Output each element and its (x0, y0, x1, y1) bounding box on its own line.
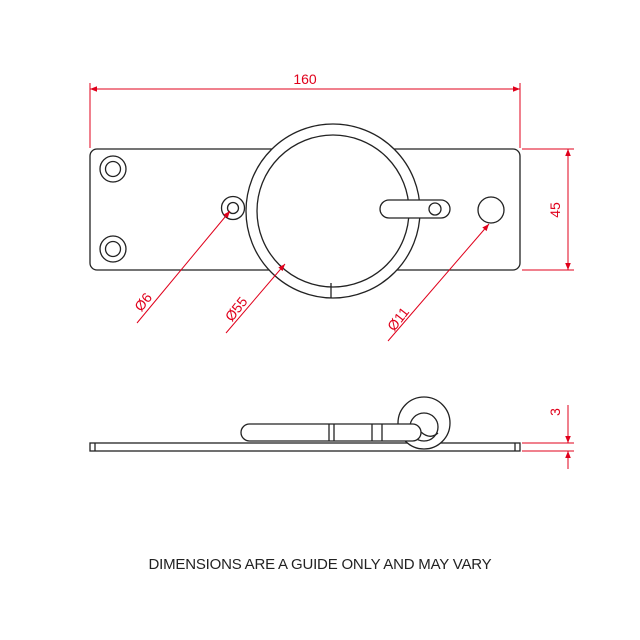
leader-small-hole (136, 210, 231, 324)
dim-3-label: 3 (547, 408, 563, 416)
countersunk-hole-bottom-left (99, 235, 127, 263)
small-hole (220, 195, 246, 221)
dim-small-hole-label: Ø6 (131, 289, 155, 314)
dim-large-hole-label: Ø11 (384, 304, 412, 334)
ring-slot (379, 199, 451, 219)
side-plate (89, 442, 521, 452)
leader-ring (225, 263, 286, 334)
dimension-lines (89, 83, 574, 469)
disclaimer-note: DIMENSIONS ARE A GUIDE ONLY AND MAY VARY (148, 556, 492, 573)
slot-end-circle (428, 202, 442, 216)
countersunk-hole-top-left (99, 155, 127, 183)
top-view (89, 123, 521, 299)
side-rod (240, 423, 422, 442)
large-hole (477, 196, 505, 224)
dim-160-label: 160 (293, 71, 317, 87)
side-view (89, 396, 521, 452)
dim-45-label: 45 (547, 202, 563, 218)
leader-large-hole (387, 223, 490, 342)
